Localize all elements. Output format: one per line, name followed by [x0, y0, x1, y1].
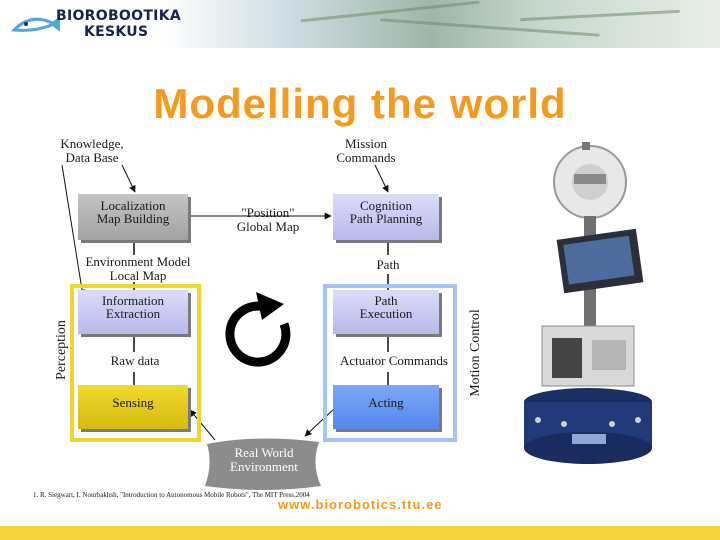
information-extraction-box: Information Extraction	[78, 290, 188, 334]
footer-bar	[0, 526, 720, 540]
localization-box: Localization Map Building	[78, 194, 188, 240]
environment-model-label: Environment Model Local Map	[85, 254, 191, 283]
footer-url-link[interactable]: www.biorobotics.ttu.ee	[278, 497, 443, 512]
motion-control-label: Motion Control	[468, 309, 483, 397]
path-execution-box: Path Execution	[333, 290, 439, 334]
motion-control-frame	[323, 284, 457, 442]
perception-frame	[70, 284, 201, 442]
sensing-box: Sensing	[78, 385, 188, 429]
actuator-commands-label: Actuator Commands	[340, 353, 448, 368]
position-global-map-label: "Position" Global Map	[236, 205, 300, 234]
cognition-box: Cognition Path Planning	[333, 194, 439, 240]
path-label: Path	[376, 257, 400, 272]
perception-label: Perception	[54, 320, 69, 380]
cycle-arrow-icon	[225, 292, 291, 367]
raw-data-label: Raw data	[110, 353, 160, 368]
slide-title: Modelling the world	[153, 80, 567, 127]
logo-text-line2: KESKUS	[84, 24, 149, 40]
header-banner: BIOROBOOTIKA KESKUS	[0, 0, 720, 48]
citation-text: 1. R. Siegwart, I. Nourbakhsh, "Introduc…	[33, 491, 310, 499]
logo: BIOROBOOTIKA KESKUS	[6, 2, 181, 46]
acting-box: Acting	[333, 385, 439, 429]
logo-text-line1: BIOROBOOTIKA	[56, 8, 181, 24]
real-world-cloud	[205, 438, 321, 490]
real-world-label: Real World Environment	[230, 445, 298, 474]
robot-image	[524, 142, 652, 464]
mission-label: Mission Commands	[336, 136, 396, 165]
fish-logo-icon	[10, 16, 60, 32]
knowledge-label: Knowledge, Data Base	[60, 136, 124, 165]
